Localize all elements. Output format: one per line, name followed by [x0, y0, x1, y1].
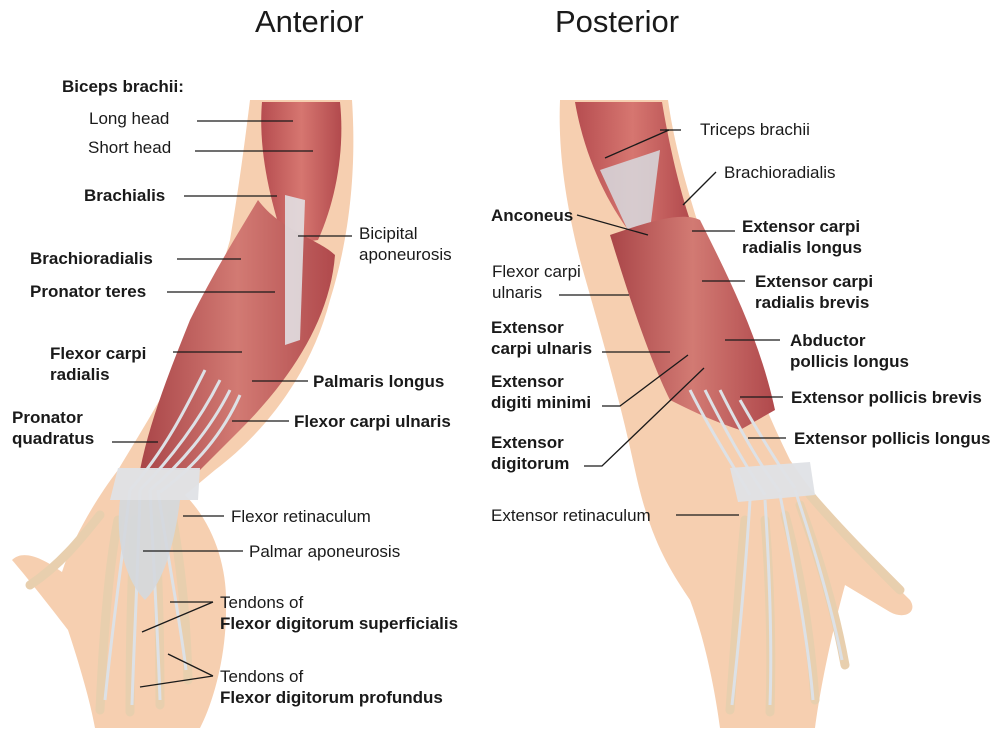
label-short-head: Short head — [88, 137, 171, 158]
label-ecrl-line2: radialis longus — [742, 237, 862, 258]
label-ed-line2: digitorum — [491, 453, 569, 474]
extensor-retinaculum-shape — [730, 462, 815, 502]
label-pronator-teres: Pronator teres — [30, 281, 146, 302]
label-abductor-pollicis-longus: Abductor pollicis longus — [790, 330, 909, 372]
posterior-title: Posterior — [555, 4, 679, 40]
label-edm-line2: digiti minimi — [491, 392, 591, 413]
label-ecrb-line2: radialis brevis — [755, 292, 873, 313]
label-palmar-aponeurosis: Palmar aponeurosis — [249, 541, 400, 562]
label-fds: Tendons of Flexor digitorum superficiali… — [220, 592, 458, 634]
label-extensor-digiti-minimi: Extensor digiti minimi — [491, 371, 591, 413]
label-triceps-brachii: Triceps brachii — [700, 119, 810, 140]
label-pq-line2: quadratus — [12, 428, 94, 449]
label-bicipital-line2: aponeurosis — [359, 244, 452, 265]
label-fdp-line2: Flexor digitorum profundus — [220, 687, 443, 708]
label-palmaris-longus: Palmaris longus — [313, 371, 444, 392]
label-fdp-line1: Tendons of — [220, 666, 443, 687]
label-apl-line1: Abductor — [790, 330, 909, 351]
label-fcu-post-line2: ulnaris — [492, 282, 581, 303]
label-ed-line1: Extensor — [491, 432, 569, 453]
label-fcu-post-line1: Flexor carpi — [492, 261, 581, 282]
label-fds-line2: Flexor digitorum superficialis — [220, 613, 458, 634]
label-apl-line2: pollicis longus — [790, 351, 909, 372]
label-fdp: Tendons of Flexor digitorum profundus — [220, 666, 443, 708]
label-long-head: Long head — [89, 108, 169, 129]
label-ecrl-line1: Extensor carpi — [742, 216, 862, 237]
label-extensor-pollicis-longus: Extensor pollicis longus — [794, 428, 990, 449]
label-flexor-carpi-ulnaris-anterior: Flexor carpi ulnaris — [294, 411, 451, 432]
label-bicipital-aponeurosis: Bicipital aponeurosis — [359, 223, 452, 265]
label-extensor-carpi-radialis-longus: Extensor carpi radialis longus — [742, 216, 862, 258]
leader-brachioradialis-post — [683, 172, 716, 205]
label-bicipital-line1: Bicipital — [359, 223, 452, 244]
label-anconeus: Anconeus — [491, 205, 573, 226]
label-extensor-retinaculum: Extensor retinaculum — [491, 505, 651, 526]
label-brachialis: Brachialis — [84, 185, 165, 206]
label-brachioradialis-posterior: Brachioradialis — [724, 162, 836, 183]
label-brachioradialis-anterior: Brachioradialis — [30, 248, 153, 269]
label-flexor-retinaculum: Flexor retinaculum — [231, 506, 371, 527]
label-fcr-line2: radialis — [50, 364, 146, 385]
label-flexor-carpi-radialis: Flexor carpi radialis — [50, 343, 146, 385]
label-fds-line1: Tendons of — [220, 592, 458, 613]
label-ecu-line2: carpi ulnaris — [491, 338, 592, 359]
label-flexor-carpi-ulnaris-posterior: Flexor carpi ulnaris — [492, 261, 581, 303]
label-ecu-line1: Extensor — [491, 317, 592, 338]
label-edm-line1: Extensor — [491, 371, 591, 392]
label-extensor-digitorum: Extensor digitorum — [491, 432, 569, 474]
label-pronator-quadratus: Pronator quadratus — [12, 407, 94, 449]
flexor-retinaculum-shape — [110, 468, 200, 500]
label-biceps-brachii: Biceps brachii: — [62, 76, 184, 97]
anterior-title: Anterior — [255, 4, 364, 40]
label-fcr-line1: Flexor carpi — [50, 343, 146, 364]
label-extensor-carpi-ulnaris: Extensor carpi ulnaris — [491, 317, 592, 359]
posterior-arm — [560, 100, 913, 728]
label-pq-line1: Pronator — [12, 407, 94, 428]
label-extensor-carpi-radialis-brevis: Extensor carpi radialis brevis — [755, 271, 873, 313]
label-extensor-pollicis-brevis: Extensor pollicis brevis — [791, 387, 982, 408]
label-ecrb-line1: Extensor carpi — [755, 271, 873, 292]
